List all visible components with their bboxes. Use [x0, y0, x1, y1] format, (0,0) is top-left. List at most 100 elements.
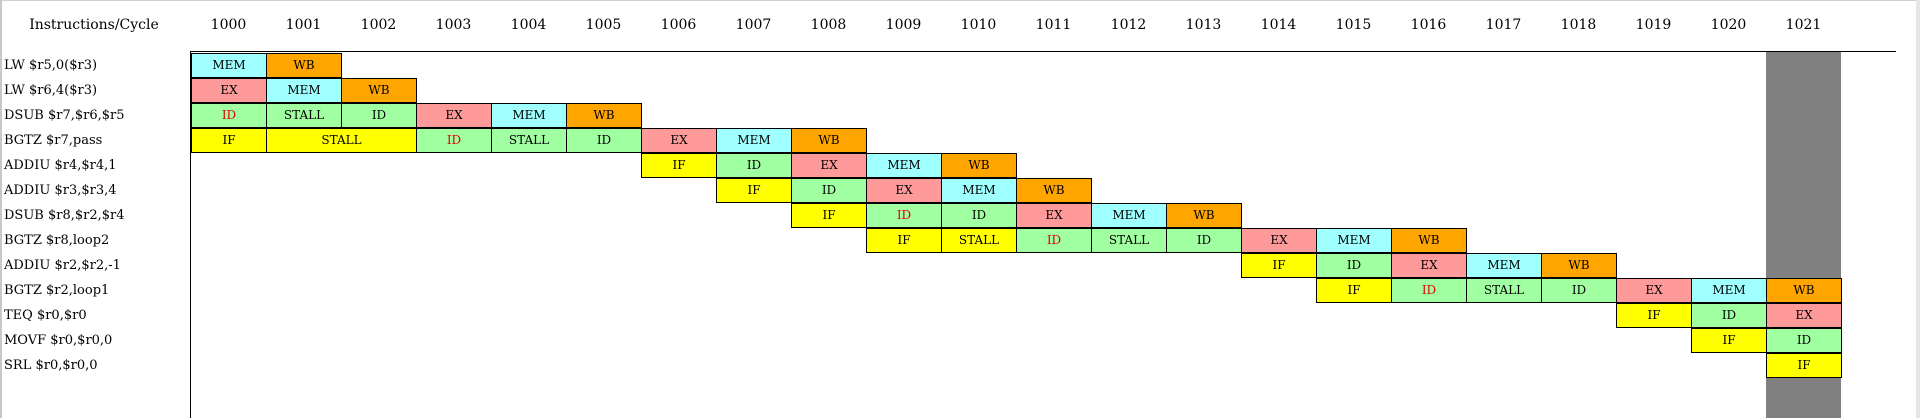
stage-cell-mem: MEM — [716, 128, 792, 153]
stage-cell-stall: STALL — [941, 228, 1017, 253]
stage-cell-ex: EX — [791, 153, 867, 178]
header-separator-line — [190, 51, 1896, 52]
stage-cell-if: IF — [1316, 278, 1392, 303]
stage-cell-id: ID — [866, 203, 942, 228]
stage-cell-ex: EX — [1241, 228, 1317, 253]
stage-cell-wb: WB — [1391, 228, 1467, 253]
instruction-label: DSUB $r7,$r6,$r5 — [4, 108, 125, 123]
cycle-header-1021: 1021 — [1785, 17, 1822, 33]
cycle-header-1005: 1005 — [585, 17, 622, 33]
stage-cell-if: IF — [1241, 253, 1317, 278]
stage-cell-id: ID — [791, 178, 867, 203]
instruction-label: BGTZ $r8,loop2 — [4, 233, 110, 248]
stage-cell-id: ID — [941, 203, 1017, 228]
stage-cell-if: IF — [866, 228, 942, 253]
cycle-header-1013: 1013 — [1185, 17, 1222, 33]
stage-cell-mem: MEM — [491, 103, 567, 128]
instruction-label: LW $r6,4($r3) — [4, 83, 98, 98]
stage-cell-stall: STALL — [266, 103, 342, 128]
stage-cell-wb: WB — [1166, 203, 1242, 228]
stage-cell-wb: WB — [266, 53, 342, 78]
instruction-label: SRL $r0,$r0,0 — [4, 358, 98, 373]
stage-cell-mem: MEM — [866, 153, 942, 178]
stage-cell-if: IF — [791, 203, 867, 228]
stage-cell-wb: WB — [791, 128, 867, 153]
stage-cell-wb: WB — [1541, 253, 1617, 278]
stage-cell-ex: EX — [1616, 278, 1692, 303]
stage-cell-mem: MEM — [1466, 253, 1542, 278]
stage-cell-mem: MEM — [191, 53, 267, 78]
stage-cell-id: ID — [1316, 253, 1392, 278]
stage-cell-wb: WB — [341, 78, 417, 103]
cycle-header-1007: 1007 — [735, 17, 772, 33]
cycle-header-1015: 1015 — [1335, 17, 1372, 33]
window-left-border — [0, 0, 2, 418]
cycle-header-1006: 1006 — [660, 17, 697, 33]
header-corner-label: Instructions/Cycle — [29, 17, 159, 33]
stage-cell-mem: MEM — [1316, 228, 1392, 253]
stage-cell-ex: EX — [416, 103, 492, 128]
cycle-header-1017: 1017 — [1485, 17, 1522, 33]
stage-cell-stall: STALL — [266, 128, 417, 153]
cycle-header-1020: 1020 — [1710, 17, 1747, 33]
stage-cell-wb: WB — [941, 153, 1017, 178]
stage-cell-ex: EX — [1391, 253, 1467, 278]
cycle-header-1011: 1011 — [1035, 17, 1072, 33]
cycle-header-1016: 1016 — [1410, 17, 1447, 33]
stage-cell-id: ID — [1166, 228, 1242, 253]
instruction-label: ADDIU $r3,$r3,4 — [4, 183, 117, 198]
instruction-label: TEQ $r0,$r0 — [4, 308, 87, 323]
instruction-label: MOVF $r0,$r0,0 — [4, 333, 113, 348]
stage-cell-ex: EX — [1016, 203, 1092, 228]
stage-cell-wb: WB — [1766, 278, 1842, 303]
stage-cell-if: IF — [716, 178, 792, 203]
cycle-header-1010: 1010 — [960, 17, 997, 33]
cycle-header-1009: 1009 — [885, 17, 922, 33]
stage-cell-mem: MEM — [1691, 278, 1767, 303]
instruction-label: ADDIU $r4,$r4,1 — [4, 158, 117, 173]
stage-cell-wb: WB — [566, 103, 642, 128]
cycle-header-1018: 1018 — [1560, 17, 1597, 33]
stage-cell-ex: EX — [1766, 303, 1842, 328]
stage-cell-stall: STALL — [491, 128, 567, 153]
cycle-header-1008: 1008 — [810, 17, 847, 33]
stage-cell-ex: EX — [191, 78, 267, 103]
stage-cell-id: ID — [341, 103, 417, 128]
stage-cell-if: IF — [641, 153, 717, 178]
stage-cell-stall: STALL — [1466, 278, 1542, 303]
window-top-border — [0, 0, 1920, 1]
stage-cell-mem: MEM — [266, 78, 342, 103]
stage-cell-mem: MEM — [1091, 203, 1167, 228]
stage-cell-if: IF — [191, 128, 267, 153]
cycle-header-1000: 1000 — [210, 17, 247, 33]
cycle-header-1012: 1012 — [1110, 17, 1147, 33]
stage-cell-mem: MEM — [941, 178, 1017, 203]
cycle-header-1019: 1019 — [1635, 17, 1672, 33]
instruction-column-separator — [190, 51, 191, 418]
cycle-header-1003: 1003 — [435, 17, 472, 33]
stage-cell-stall: STALL — [1091, 228, 1167, 253]
stage-cell-ex: EX — [866, 178, 942, 203]
window-right-edge — [1916, 0, 1920, 418]
instruction-label: BGTZ $r7,pass — [4, 133, 103, 148]
stage-cell-id: ID — [1016, 228, 1092, 253]
cycle-header-1001: 1001 — [285, 17, 322, 33]
cycle-header-1014: 1014 — [1260, 17, 1297, 33]
stage-cell-id: ID — [1691, 303, 1767, 328]
stage-cell-id: ID — [1541, 278, 1617, 303]
stage-cell-if: IF — [1766, 353, 1842, 378]
stage-cell-wb: WB — [1016, 178, 1092, 203]
stage-cell-id: ID — [1766, 328, 1842, 353]
stage-cell-id: ID — [716, 153, 792, 178]
stage-cell-if: IF — [1616, 303, 1692, 328]
cycle-header-1002: 1002 — [360, 17, 397, 33]
stage-cell-id: ID — [416, 128, 492, 153]
stage-cell-if: IF — [1691, 328, 1767, 353]
stage-cell-ex: EX — [641, 128, 717, 153]
instruction-label: LW $r5,0($r3) — [4, 58, 98, 73]
instruction-label: ADDIU $r2,$r2,-1 — [4, 258, 121, 273]
cycle-header-1004: 1004 — [510, 17, 547, 33]
instruction-label: DSUB $r8,$r2,$r4 — [4, 208, 125, 223]
instruction-label: BGTZ $r2,loop1 — [4, 283, 110, 298]
